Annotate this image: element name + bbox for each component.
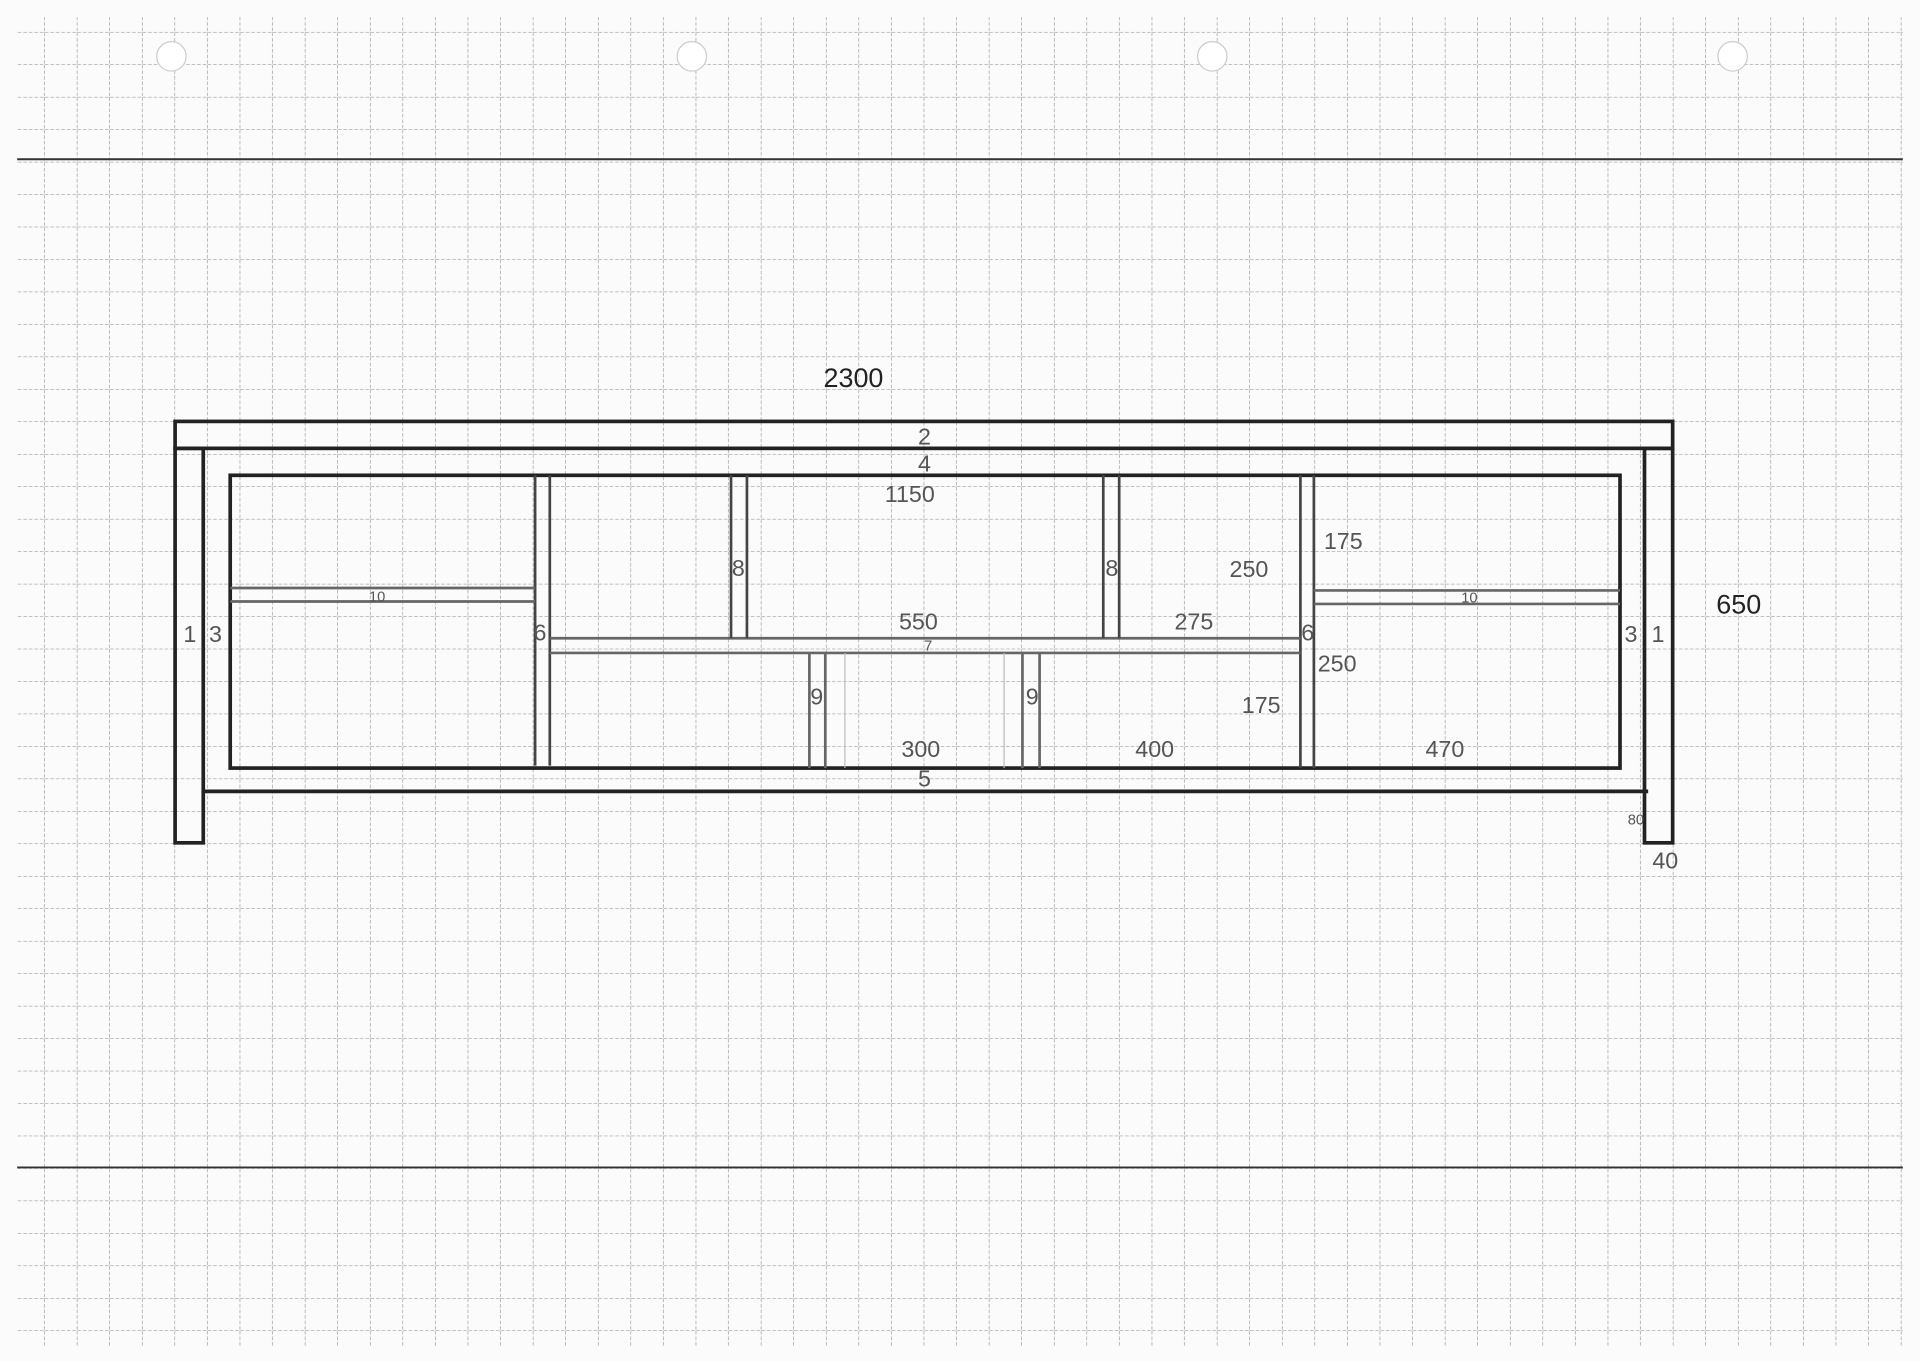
part-label: 9 — [810, 683, 823, 709]
right-divider — [1299, 475, 1316, 769]
dimension-label: 300 — [901, 736, 940, 762]
overall-height-label: 650 — [1716, 590, 1761, 620]
right-leg — [1642, 446, 1675, 845]
upper-post-left — [729, 475, 749, 639]
part-label: 3 — [1625, 621, 1638, 647]
inner-carcass — [228, 473, 1622, 770]
punch-holes — [156, 41, 1748, 72]
part-label: 10 — [1461, 591, 1477, 607]
part-label: 6 — [534, 620, 547, 646]
part-label: 5 — [918, 765, 931, 791]
grid-paper — [17, 17, 1903, 1347]
faint-guides — [844, 652, 1005, 769]
part-label: 2 — [918, 424, 931, 450]
dimension-label: 470 — [1425, 736, 1464, 762]
upper-post-right — [1101, 475, 1121, 639]
left-leg — [173, 446, 206, 845]
dimension-label: 250 — [1318, 650, 1357, 676]
dimension-label: 400 — [1135, 736, 1174, 762]
dimension-label: 175 — [1324, 528, 1363, 554]
dimension-label: 175 — [1242, 692, 1281, 718]
annotations: 2300 650 2 4 1150 1 3 3 1 6 6 7 8 8 9 9 … — [183, 363, 1761, 873]
part-label: 40 — [1652, 848, 1678, 874]
part-label: 8 — [1105, 555, 1118, 581]
part-label: 6 — [1301, 620, 1314, 646]
dimension-label: 550 — [899, 609, 938, 635]
part-label: 7 — [924, 638, 932, 654]
top-board — [173, 419, 1675, 451]
part-label: 1 — [183, 621, 196, 647]
left-divider — [533, 475, 552, 766]
middle-shelf — [549, 636, 1301, 655]
lower-post-right — [1021, 652, 1041, 769]
part-label: 1 — [1651, 621, 1664, 647]
part-label: 1150 — [885, 481, 935, 507]
furniture-drawing — [173, 419, 1675, 845]
part-label: 80 — [1628, 812, 1644, 828]
overall-width-label: 2300 — [824, 363, 884, 393]
part-label: 8 — [732, 555, 745, 581]
part-label: 10 — [369, 589, 385, 605]
dimension-label: 250 — [1230, 556, 1269, 582]
lower-post-left — [808, 652, 827, 769]
right-shelf — [1313, 589, 1620, 606]
dimension-label: 275 — [1174, 609, 1213, 635]
part-label: 4 — [918, 451, 931, 477]
part-label: 9 — [1026, 683, 1039, 709]
left-shelf — [230, 586, 536, 603]
part-label: 3 — [209, 621, 222, 647]
